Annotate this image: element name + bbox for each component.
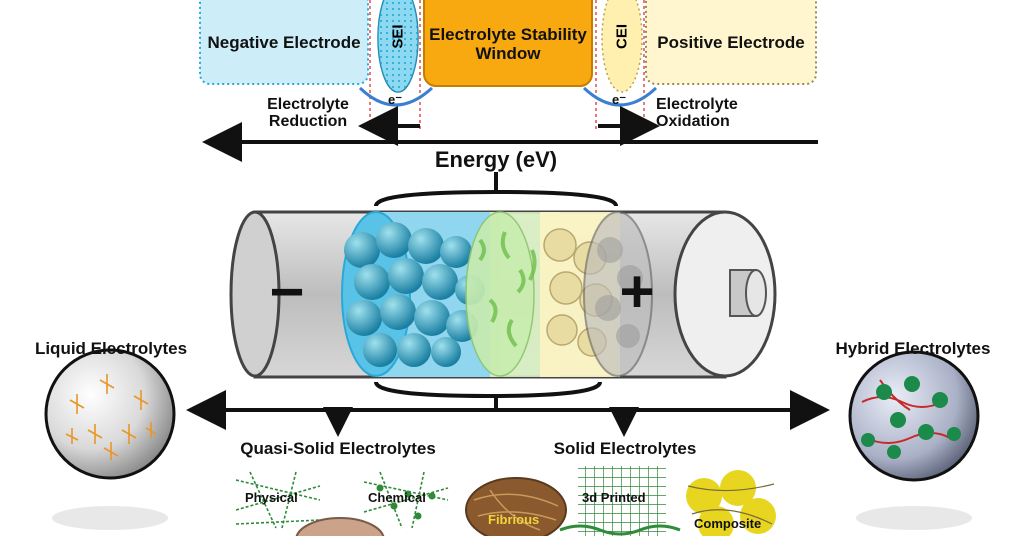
electron-arc-left — [358, 86, 434, 107]
liquid-electrolytes-label: Liquid Electrolytes — [34, 339, 188, 358]
electron-right-label: e⁻ — [612, 92, 627, 107]
fibrious-strands — [473, 489, 559, 531]
negative-electrode-label: Negative Electrode — [207, 33, 361, 53]
battery — [229, 210, 777, 379]
stability-window-box — [423, 0, 593, 87]
chemical-network — [360, 470, 452, 530]
separator-face — [465, 211, 535, 377]
sei-label: SEI — [389, 24, 407, 49]
liquid-shadow — [52, 506, 168, 530]
physical-lines — [235, 471, 321, 529]
hybrid-particles — [861, 376, 961, 459]
battery-terminal-cap — [745, 269, 767, 317]
hybrid-strands — [861, 379, 951, 444]
composite-label: Composite — [694, 516, 762, 531]
bottom-brace — [374, 381, 602, 399]
battery-right-cap — [673, 210, 777, 378]
top-brace — [374, 189, 618, 207]
electron-left-label: e⁻ — [388, 92, 403, 107]
reduction-label: Electrolyte Reduction — [267, 96, 349, 131]
hybrid-sphere — [848, 350, 980, 482]
solid-electrolytes-label: Solid Electrolytes — [553, 439, 697, 458]
oxidation-label: Electrolyte Oxidation — [656, 96, 738, 131]
stability-window-label: Electrolyte Stability Window — [429, 24, 587, 63]
negative-electrode-box — [199, 0, 369, 85]
minus-sign: − — [269, 258, 305, 325]
cei-layer — [601, 0, 643, 93]
liquid-molecules — [65, 374, 157, 460]
fibrious-label: Fibrious — [488, 512, 540, 527]
energy-axis-label: Energy (eV) — [434, 147, 558, 172]
composite-strands — [687, 483, 775, 525]
battery-left-cap — [229, 210, 281, 378]
sei-layer-fill — [378, 0, 418, 92]
hybrid-shadow — [856, 506, 972, 530]
quasi-solid-electrolytes-label: Quasi-Solid Electrolytes — [240, 439, 436, 458]
electron-arc-right — [582, 86, 658, 107]
printed-label: 3d Printed — [582, 490, 646, 505]
printed-wave — [559, 524, 681, 536]
physical-label: Physical — [245, 490, 298, 505]
cei-label: CEI — [613, 24, 631, 50]
fibrious-mat — [465, 477, 567, 536]
hybrid-electrolytes-label: Hybrid Electrolytes — [835, 339, 991, 358]
positive-electrode-label: Positive Electrode — [657, 33, 805, 53]
composite-balls — [686, 470, 776, 536]
cathode-grey-particles — [595, 237, 643, 348]
anode-particles — [344, 222, 485, 367]
separator-fibers — [478, 231, 537, 348]
chemical-nodes — [376, 484, 436, 520]
plus-sign: + — [619, 258, 655, 325]
chemical-label: Chemical — [368, 490, 426, 505]
gel-blob — [295, 517, 385, 536]
printed-grid — [578, 466, 666, 536]
positive-electrode-box — [645, 0, 817, 85]
liquid-sphere — [44, 348, 176, 480]
